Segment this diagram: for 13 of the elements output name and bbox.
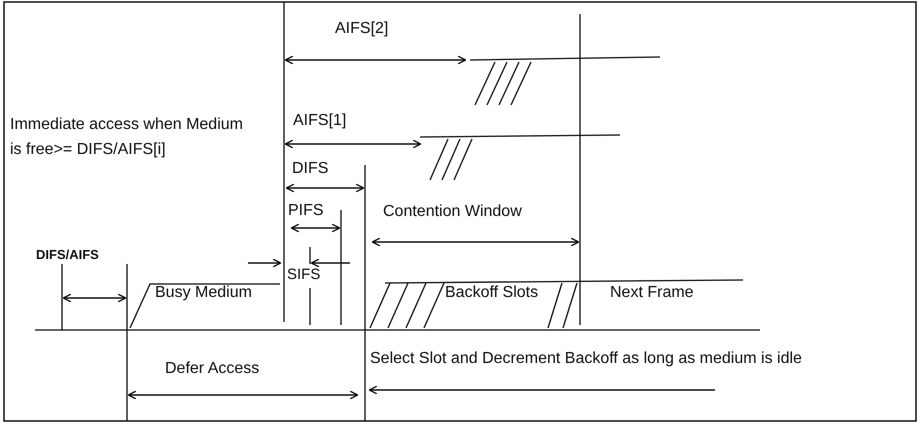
interval-label: AIFS[2]	[335, 20, 388, 38]
interval-label: Contention Window	[383, 203, 522, 221]
medium-state-label: Backoff Slots	[445, 284, 538, 302]
medium-state-label: Next Frame	[610, 284, 694, 302]
interval-label: PIFS	[288, 202, 324, 220]
interval-label: DIFS	[292, 160, 328, 178]
note-text: Select Slot and Decrement Backoff as long as medium is idle	[370, 350, 802, 368]
interval-label: AIFS[1]	[293, 112, 346, 130]
interval-label: DIFS/AIFS	[36, 246, 99, 264]
note-text: Immediate access when Medium is free>= DIFS/AIFS[i]	[10, 115, 244, 160]
medium-state-label: Busy Medium	[155, 284, 252, 302]
interval-label: Defer Access	[165, 360, 260, 378]
interval-label: SIFS	[287, 266, 320, 284]
